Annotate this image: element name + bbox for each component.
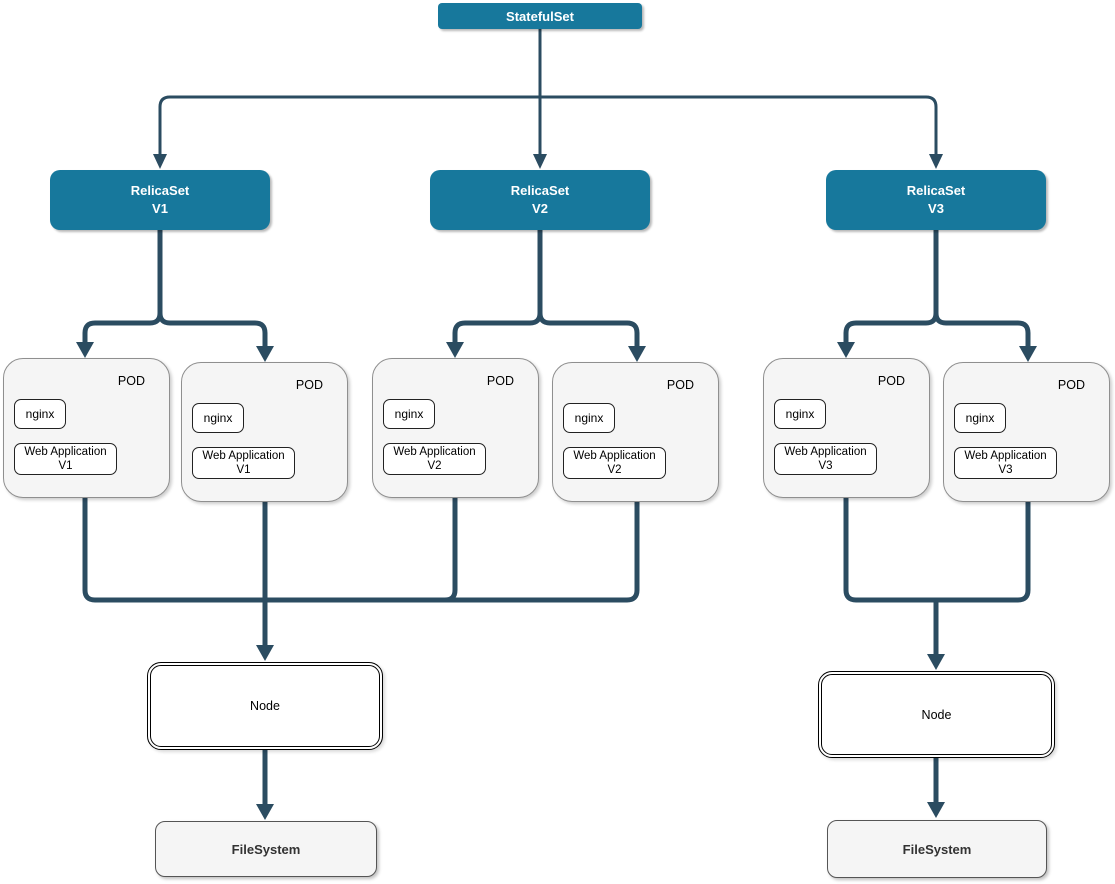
statefulset-to-replicasets-connector [158, 29, 938, 156]
replicaset-version: V2 [532, 201, 548, 216]
replicaset-arrowheads [76, 342, 1037, 362]
web-application-version: V3 [818, 460, 833, 472]
web-application-name: Web Application [202, 449, 285, 462]
replicaset-v2-to-pods-connector [452, 230, 640, 347]
node-box: Node [818, 671, 1055, 758]
nginx-container-box: nginx [192, 403, 244, 433]
web-application-name: Web Application [964, 449, 1047, 462]
pod-box: POD nginx Web Application V1 [3, 358, 170, 498]
web-application-box: Web Application V2 [563, 447, 666, 479]
pod-title: POD [295, 378, 323, 392]
nginx-container-box: nginx [14, 399, 66, 429]
web-application-version: V1 [58, 460, 73, 472]
pod-box: POD nginx Web Application V3 [943, 362, 1110, 502]
replicaset-name: RelicaSet [130, 183, 190, 199]
replicaset-version: V3 [928, 201, 944, 216]
pod-title: POD [486, 374, 514, 388]
web-application-name: Web Application [24, 445, 107, 458]
web-application-box: Web Application V3 [954, 447, 1057, 479]
pod-box: POD nginx Web Application V2 [372, 358, 539, 498]
node-box: Node [147, 662, 383, 750]
pod-box: POD nginx Web Application V1 [181, 362, 348, 502]
replicaset-v3-to-pods-connector [843, 230, 1031, 347]
replicaset-name: RelicaSet [510, 183, 570, 199]
replicaset-v1-box: RelicaSet V1 [50, 170, 270, 230]
replicaset-v3-label: RelicaSet V3 [907, 182, 966, 217]
nginx-container-box: nginx [383, 399, 435, 429]
web-application-version: V3 [998, 464, 1013, 476]
pods-to-node-left-connector [82, 498, 640, 647]
web-application-box: Web Application V1 [192, 447, 295, 479]
node-label: Node [150, 665, 380, 747]
replicaset-v1-to-pods-connector [82, 230, 268, 347]
nginx-container-box: nginx [774, 399, 826, 429]
pods-to-node-right-connector [843, 498, 1031, 656]
statefulset-box: StatefulSet [438, 3, 642, 29]
pod-title: POD [666, 378, 694, 392]
web-application-version: V2 [427, 460, 442, 472]
replicaset-name: RelicaSet [906, 183, 966, 199]
web-application-box: Web Application V3 [774, 443, 877, 475]
web-application-version: V2 [607, 464, 622, 476]
pod-box: POD nginx Web Application V3 [763, 358, 930, 498]
nginx-container-box: nginx [563, 403, 615, 433]
replicaset-v2-label: RelicaSet V2 [511, 182, 570, 217]
filesystem-box: FileSystem [155, 821, 377, 877]
node-to-filesystem-connectors [262, 750, 939, 806]
nginx-container-box: nginx [954, 403, 1006, 433]
replicaset-v1-label: RelicaSet V1 [131, 182, 190, 217]
web-application-name: Web Application [573, 449, 656, 462]
statefulset-arrowheads [153, 154, 943, 169]
pods-to-node-arrowheads [256, 645, 945, 670]
pod-title: POD [877, 374, 905, 388]
replicaset-v2-box: RelicaSet V2 [430, 170, 650, 230]
web-application-box: Web Application V2 [383, 443, 486, 475]
node-to-filesystem-arrowheads [256, 802, 945, 820]
web-application-box: Web Application V1 [14, 443, 117, 475]
node-label: Node [821, 674, 1052, 755]
filesystem-box: FileSystem [827, 820, 1047, 878]
web-application-name: Web Application [784, 445, 867, 458]
pod-title: POD [1057, 378, 1085, 392]
web-application-name: Web Application [393, 445, 476, 458]
replicaset-v3-box: RelicaSet V3 [826, 170, 1046, 230]
pod-title: POD [117, 374, 145, 388]
web-application-version: V1 [236, 464, 251, 476]
pod-box: POD nginx Web Application V2 [552, 362, 719, 502]
replicaset-version: V1 [152, 201, 168, 216]
